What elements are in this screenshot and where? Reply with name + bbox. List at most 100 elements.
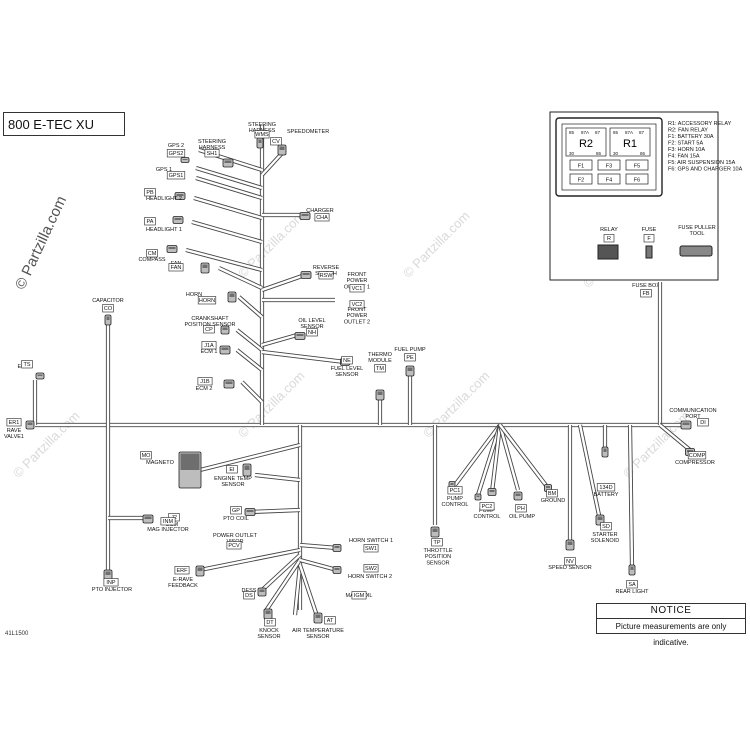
connector-code: CV <box>272 139 280 145</box>
connector-icon <box>332 544 342 552</box>
connector-code: ER1 <box>9 420 20 426</box>
connector-label: SENSOR <box>300 324 323 330</box>
fuse-slot <box>597 173 621 185</box>
connector-code-box <box>103 578 119 587</box>
connector-code: SW1 <box>365 546 377 552</box>
connector-code: INP <box>106 580 116 586</box>
connector-label: GROUND <box>541 498 565 504</box>
connector-icon <box>35 372 45 380</box>
connector-label: FRONT <box>348 272 368 278</box>
connector-code: SD <box>602 524 610 530</box>
connector-code: PC2 <box>482 504 493 510</box>
fuse-puller-icon <box>679 245 713 257</box>
connector-code-box <box>515 504 527 513</box>
connector-label: SENSOR <box>257 634 280 640</box>
connector-code-box <box>643 234 655 243</box>
connector-code-box <box>144 217 156 226</box>
fuse-legend-item: F6: GPS AND CHARGER 10A <box>668 167 743 173</box>
connector-label: CAPACITOR <box>92 298 124 304</box>
connector-icon <box>294 332 306 340</box>
relay-pin: 86 <box>596 151 602 156</box>
connector-code-box <box>146 249 158 258</box>
connector-code: FB <box>642 291 649 297</box>
connector-code-box <box>600 522 612 531</box>
connector-code-box <box>431 538 443 547</box>
connector-label: OIL PUMP <box>509 514 535 520</box>
connector-code-box <box>697 418 709 427</box>
connector-code: HORN <box>199 298 215 304</box>
connector-icon <box>257 587 267 597</box>
connector-code: R <box>607 236 611 242</box>
connector-code: MO <box>142 453 152 459</box>
connector-code-box <box>404 353 416 362</box>
connector-icon <box>513 491 523 501</box>
connector-code-box <box>314 213 330 222</box>
fuse-box-label: FUSE BOX <box>632 283 660 289</box>
connector-code-box <box>546 489 558 498</box>
connector-code: NH <box>308 330 316 336</box>
connector-label: SENSOR <box>335 372 358 378</box>
connector-icon <box>430 526 440 538</box>
connector-icon <box>375 389 385 401</box>
connector-label: REVERSE <box>313 265 340 271</box>
connector-label: PUMP <box>479 508 495 514</box>
harness-branch-inner <box>299 558 338 572</box>
connector-code-box <box>603 234 615 243</box>
connector-code-box <box>226 465 238 474</box>
connector-label: STEERING <box>248 122 276 128</box>
connector-code-box <box>160 517 176 526</box>
connector-code-box <box>341 356 353 365</box>
harness-branch-inner <box>261 333 298 347</box>
fuse-legend-item: F5: AIR SUSPENSION 15A <box>668 160 736 166</box>
fuse-id: F1 <box>578 164 584 170</box>
connector-label: VALVE1 <box>4 434 24 440</box>
connector-code-box <box>324 616 336 625</box>
connector-label: FUEL LEVEL <box>331 366 364 372</box>
connector-code: FAN <box>171 265 182 271</box>
connector-code-box <box>254 130 270 139</box>
notice-body: Picture measurements are only indicative… <box>615 622 727 647</box>
connector-code: RSW <box>320 273 334 279</box>
connector-code-box <box>564 557 576 566</box>
connector-code: DI <box>700 420 706 426</box>
connector-code: DT <box>266 620 274 626</box>
connector-icon <box>277 144 287 156</box>
harness-branch-inner <box>578 424 602 521</box>
connector-label: SPEED SENSOR <box>548 565 591 571</box>
notice-heading: NOTICE <box>597 604 745 619</box>
connector-code-box <box>140 451 152 460</box>
connector-label: FEEDBACK <box>168 583 198 589</box>
connector-label: HEADLIGHT 2 <box>146 196 182 202</box>
harness-branch-inner <box>218 266 263 290</box>
connector-icon <box>487 488 497 496</box>
connector-label: BATTERY <box>594 492 619 498</box>
connector-label: MAGNETO <box>146 460 174 466</box>
connector-label: HORN SWITCH 1 <box>349 538 393 544</box>
relay-pin: 87A <box>625 130 633 135</box>
connector-label: COMMUNICATION <box>669 408 716 414</box>
connector-code: NV <box>566 559 574 565</box>
fuse-legend-item: F2: START 5A <box>668 141 703 147</box>
connector-label: COMPRESSOR <box>675 460 715 466</box>
connector-code-box <box>204 149 220 158</box>
connector-code-box <box>21 360 33 369</box>
connector-label: PTO INJECTOR <box>92 587 132 593</box>
harness-branch-inner <box>261 273 306 292</box>
connector-label: DESS <box>242 588 257 594</box>
connector-label: CONTROL <box>474 514 501 520</box>
connector-code: CM <box>148 251 157 257</box>
harness-branch-inner <box>193 196 263 220</box>
connector-code-box <box>166 171 186 180</box>
harness-branch-inner <box>241 381 263 403</box>
connector-label: HARNESS <box>199 145 226 151</box>
part-label: RELAY <box>600 227 618 233</box>
connector-icon <box>601 446 609 458</box>
relay-id: R1 <box>623 138 637 150</box>
connector-icon <box>104 314 112 326</box>
connector-label: AIR TEMPERATURE <box>292 628 344 634</box>
connector-label: HORN SWITCH 2 <box>348 574 392 580</box>
connector-code: PA <box>147 219 154 225</box>
connector-code: F <box>647 236 651 242</box>
harness-branch-inner <box>298 564 319 617</box>
